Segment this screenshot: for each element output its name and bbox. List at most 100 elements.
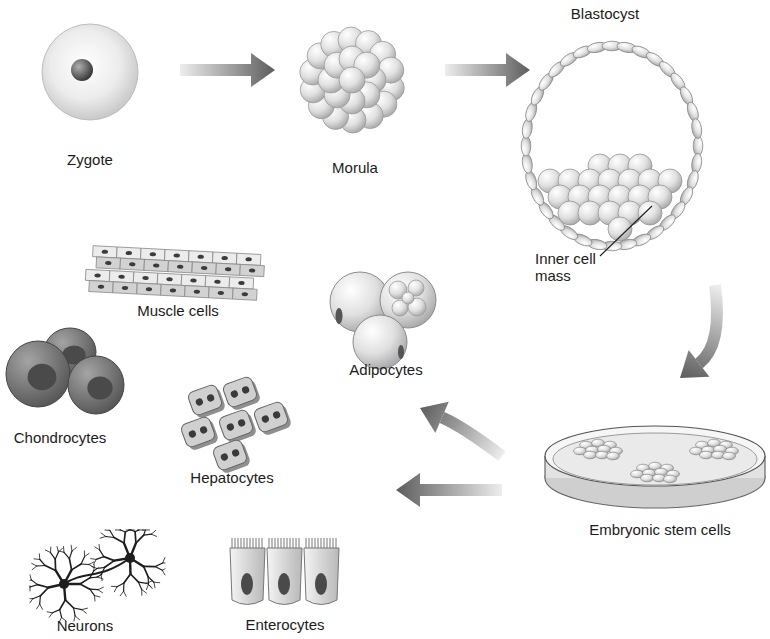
muscle-cell <box>188 251 213 263</box>
hepatocyte <box>218 408 258 445</box>
microvillus <box>232 538 233 548</box>
blastocyst-stage: Blastocyst <box>530 0 720 285</box>
dendrite <box>55 552 58 559</box>
lipid-droplet <box>402 292 414 304</box>
muscle-cell <box>85 269 110 281</box>
arrow-head <box>396 473 420 507</box>
microvillus <box>269 538 270 548</box>
hepatocyte <box>187 383 227 420</box>
flow-arrow <box>445 53 530 87</box>
microvillus <box>284 538 285 548</box>
dendrite <box>100 550 104 557</box>
dendrite <box>124 532 125 543</box>
cell-body <box>180 416 216 449</box>
muscle-cell <box>168 261 193 273</box>
cell-nucleus <box>170 288 177 292</box>
cell-nucleus <box>142 276 149 280</box>
hepatocyte-group <box>180 375 293 475</box>
cell-nucleus <box>230 389 239 398</box>
stem-cell <box>723 452 736 460</box>
cell-nucleus <box>245 257 252 261</box>
dendrite <box>74 608 82 610</box>
neuron-group <box>30 530 165 621</box>
dendrite <box>98 590 103 593</box>
dendrite <box>50 547 51 553</box>
cell-caption: Blastocyst <box>571 5 639 23</box>
cell-caption: Chondrocytes <box>14 429 107 447</box>
dendrite <box>93 569 97 573</box>
dendrite <box>131 530 135 532</box>
cell-nucleus <box>129 262 136 266</box>
dendrite <box>144 566 156 568</box>
cell-nucleus <box>238 281 245 285</box>
trophoblast-cell <box>521 136 531 156</box>
leader-line <box>600 206 652 256</box>
muscle-cell <box>209 287 234 299</box>
cell-nucleus <box>226 422 235 431</box>
dendrite <box>145 530 149 531</box>
hepatocyte <box>253 400 293 437</box>
cell-nucleus <box>272 410 281 419</box>
dendrite <box>121 530 126 532</box>
cell-nucleus <box>94 273 101 277</box>
neuron-soma <box>125 553 135 563</box>
muscle-cell <box>236 253 261 265</box>
microvillus <box>306 538 307 548</box>
dendrite <box>99 545 101 550</box>
arrow-head <box>680 350 709 378</box>
microvillus <box>330 538 331 548</box>
dendrite <box>142 590 147 593</box>
morula-stage: Morula <box>275 15 445 180</box>
dendrite <box>32 566 37 570</box>
dendrite <box>94 596 96 601</box>
enterocyte <box>267 548 302 605</box>
differentiation-arrow <box>396 473 502 507</box>
microvillus <box>238 538 239 548</box>
dendrite <box>101 575 102 581</box>
cell-nucleus <box>126 251 133 255</box>
cell-nucleus <box>122 286 129 290</box>
cell-caption: Embryonic stem cells <box>589 521 731 539</box>
dendrite <box>82 610 87 614</box>
dendrite <box>94 559 97 564</box>
dendrite <box>72 548 76 552</box>
dendrite <box>31 580 37 585</box>
muscle-cell <box>137 283 162 295</box>
dendrite <box>144 566 149 576</box>
microvillus <box>324 538 325 548</box>
arrow-shaft <box>445 64 506 76</box>
cell-nucleus <box>278 573 290 595</box>
dendrite <box>101 533 106 537</box>
chondrocyte-type: Chondrocytes <box>0 335 135 450</box>
dendrite <box>84 551 85 557</box>
dendrite <box>30 585 38 587</box>
dendrite <box>37 565 45 567</box>
dendrite <box>57 547 59 553</box>
dendrite <box>30 575 31 580</box>
dendrite <box>119 530 121 531</box>
microvillus <box>290 538 291 548</box>
dendrite <box>39 596 41 604</box>
adipocyte-type: Adipocytes <box>325 268 445 380</box>
microvillus <box>315 538 316 548</box>
dendrite <box>81 563 89 565</box>
muscle-cell <box>181 274 206 286</box>
muscle-cell <box>144 259 169 271</box>
muscle-cell <box>229 277 254 289</box>
inner-cell-mass <box>538 154 682 241</box>
cell-caption: Zygote <box>67 151 113 169</box>
dendrite <box>155 563 163 567</box>
cell-body <box>253 401 289 434</box>
zygote-nucleus <box>71 59 93 81</box>
cell-nucleus <box>206 393 215 402</box>
cell-nucleus <box>214 280 221 284</box>
dendrite <box>126 530 131 531</box>
dendrite <box>39 554 41 560</box>
cell-nucleus <box>28 364 57 390</box>
cell-nucleus <box>249 268 256 272</box>
adipocyte <box>353 315 407 369</box>
microvillus <box>253 538 254 548</box>
cell-nucleus <box>199 425 208 434</box>
muscle-cell <box>133 272 158 284</box>
